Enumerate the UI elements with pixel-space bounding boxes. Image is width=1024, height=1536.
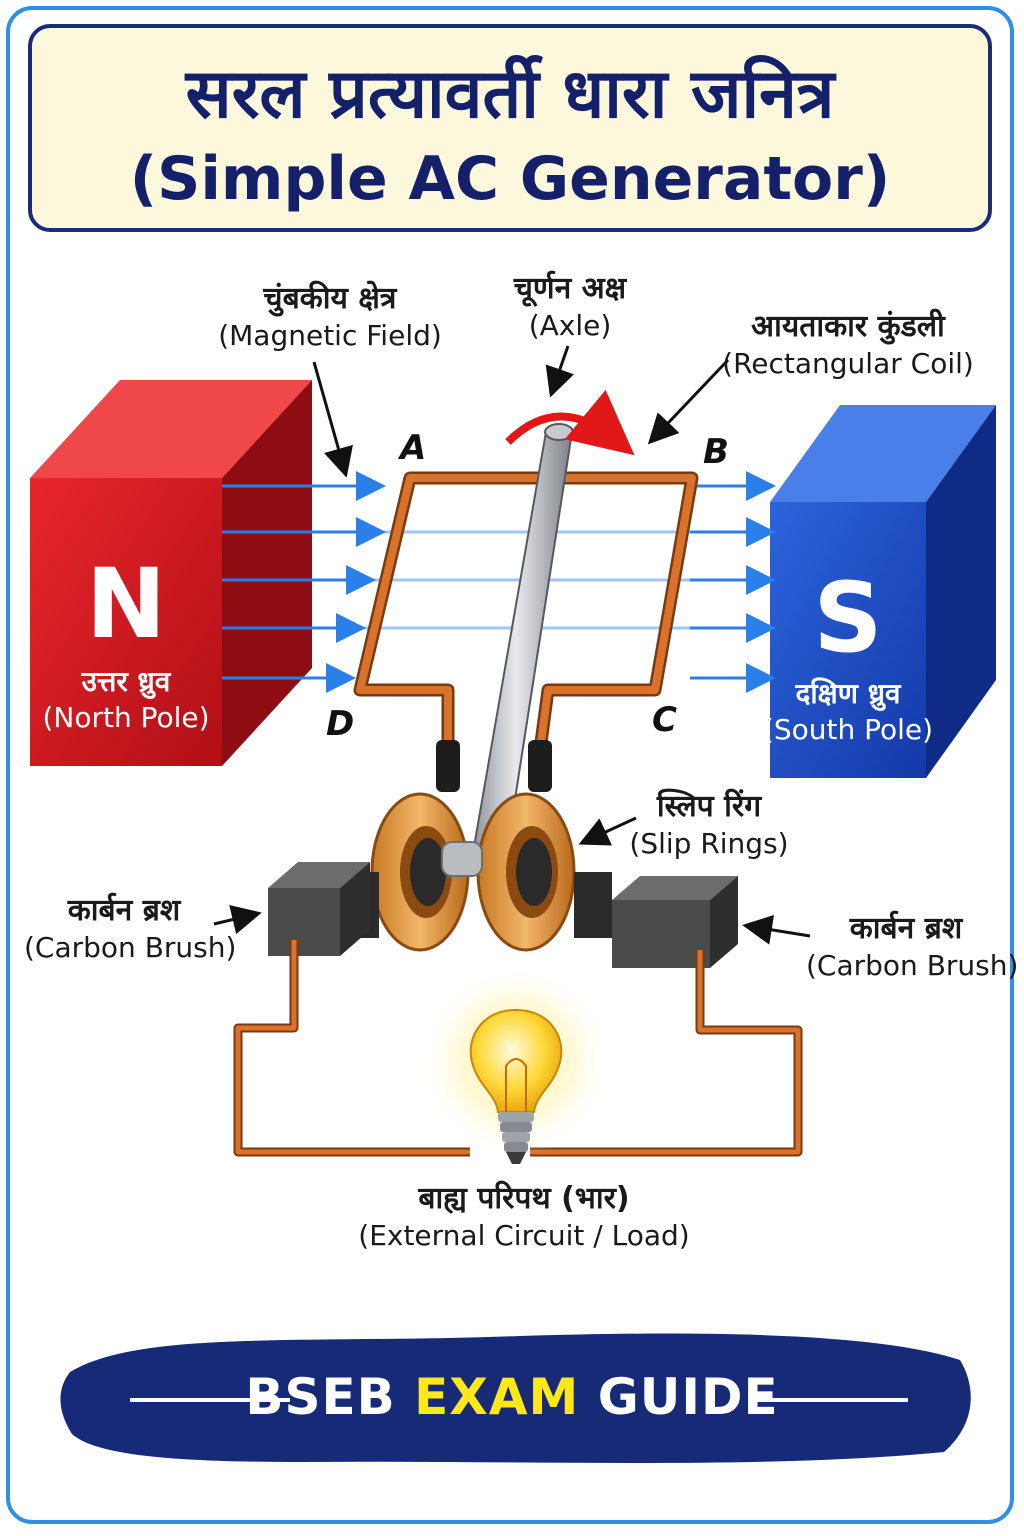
south-pole-english: (South Pole) xyxy=(762,713,934,747)
banner-part3: GUIDE xyxy=(579,1368,779,1426)
corner-d: D xyxy=(326,704,355,744)
south-magnet xyxy=(770,405,996,778)
north-pole-hindi: उत्तर ध्रुव xyxy=(81,665,171,698)
banner-part2: EXAM xyxy=(414,1368,580,1426)
north-magnet xyxy=(30,380,312,766)
label-magnetic-field: चुंबकीय क्षेत्र (Magnetic Field) xyxy=(210,280,450,353)
label-carbon-brush-right-hindi: कार्बन ब्रश xyxy=(849,911,963,946)
label-carbon-brush-right-english: (Carbon Brush) xyxy=(806,948,1019,982)
label-carbon-brush-right: कार्बन ब्रश (Carbon Brush) xyxy=(806,910,1019,983)
title-panel: सरल प्रत्यावर्ती धारा जनित्र (Simple AC … xyxy=(28,24,992,232)
external-wire xyxy=(233,940,803,1157)
label-axle-hindi: चूर्णन अक्ष xyxy=(513,271,627,306)
label-axle-english: (Axle) xyxy=(528,308,612,342)
corner-a: A xyxy=(400,428,427,468)
banner-part1: BSEB xyxy=(245,1368,415,1426)
label-magnetic-field-english: (Magnetic Field) xyxy=(218,318,442,352)
label-coil-hindi: आयताकार कुंडली xyxy=(751,309,945,344)
banner-title: BSEB EXAM GUIDE xyxy=(0,1368,1024,1426)
north-pole-english: (North Pole) xyxy=(42,701,210,735)
label-external-load-hindi: बाह्य परिपथ (भार) xyxy=(418,1181,630,1216)
banner-background xyxy=(60,1333,971,1463)
label-coil-english: (Rectangular Coil) xyxy=(722,346,974,380)
label-slip-rings-hindi: स्लिप रिंग xyxy=(656,789,762,824)
south-pole-hindi: दक्षिण ध्रुव xyxy=(795,677,901,710)
label-external-load: बाह्य परिपथ (भार) (External Circuit / Lo… xyxy=(352,1180,696,1253)
slip-rings xyxy=(370,792,576,952)
title-english: (Simple AC Generator) xyxy=(129,144,891,214)
label-magnetic-field-hindi: चुंबकीय क्षेत्र xyxy=(263,281,397,316)
carbon-brush-right xyxy=(574,872,738,968)
corner-b: B xyxy=(703,432,729,472)
label-carbon-brush-left-hindi: कार्बन ब्रश xyxy=(67,893,181,928)
south-pole-letter: S xyxy=(813,562,883,674)
label-slip-rings-english: (Slip Rings) xyxy=(629,826,789,860)
title-hindi: सरल प्रत्यावर्ती धारा जनित्र xyxy=(185,55,835,134)
rotation-arrow xyxy=(505,389,635,456)
label-carbon-brush-left: कार्बन ब्रश (Carbon Brush) xyxy=(24,892,237,965)
label-carbon-brush-left-english: (Carbon Brush) xyxy=(24,930,237,964)
label-slip-rings: स्लिप रिंग (Slip Rings) xyxy=(624,788,794,861)
corner-c: C xyxy=(652,700,677,740)
label-coil: आयताकार कुंडली (Rectangular Coil) xyxy=(722,308,974,381)
label-axle: चूर्णन अक्ष (Axle) xyxy=(480,270,660,343)
label-external-load-english: (External Circuit / Load) xyxy=(358,1218,690,1252)
carbon-brush-left xyxy=(268,862,379,956)
north-pole-label: उत्तर ध्रुव (North Pole) xyxy=(30,664,222,737)
light-bulb xyxy=(420,964,612,1164)
label-arrows xyxy=(213,345,811,945)
north-pole-letter: N xyxy=(85,548,167,660)
south-pole-label: दक्षिण ध्रुव (South Pole) xyxy=(758,676,938,749)
